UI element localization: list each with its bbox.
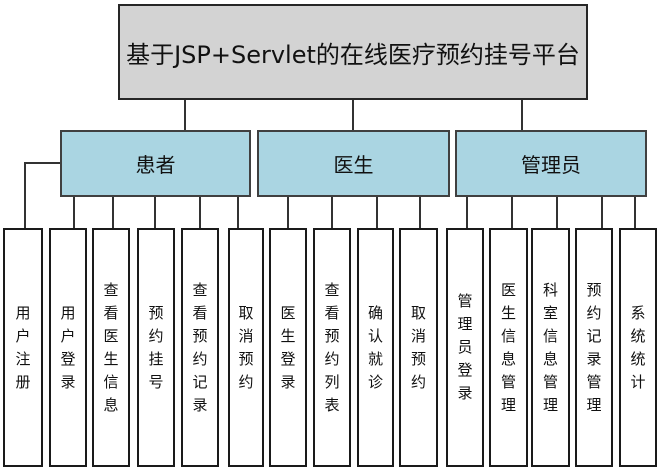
- group-label-doctor: 医生: [333, 153, 374, 177]
- leaf-label-patient-cancel-appointment: 取消预约: [238, 303, 254, 391]
- group-node-doctor: 医生: [257, 130, 450, 197]
- leaf-label-admin-login: 管理员登录: [457, 292, 473, 402]
- leaf-node-patient-login: 用户登录: [49, 228, 87, 467]
- leaf-node-view-appointment-records: 查看预约记录: [181, 228, 219, 467]
- leaf-label-doctor-cancel-appointment: 取消预约: [410, 303, 426, 391]
- leaf-node-doctor-cancel-appointment: 取消预约: [399, 228, 438, 467]
- leaf-node-department-info-management: 科室信息管理: [531, 228, 570, 467]
- leaf-label-system-statistics: 系统统计: [630, 303, 646, 391]
- leaf-label-view-doctor-info: 查看医生信息: [103, 280, 119, 414]
- root-node: 基于JSP+Servlet的在线医疗预约挂号平台: [118, 4, 588, 100]
- leaf-node-doctor-info-management: 医生信息管理: [489, 228, 528, 467]
- leaf-node-doctor-login: 医生登录: [269, 228, 307, 467]
- leaf-node-admin-login: 管理员登录: [446, 228, 484, 467]
- leaf-node-view-appointment-list: 查看预约列表: [313, 228, 351, 467]
- leaf-node-appointment-record-management: 预约记录管理: [575, 228, 613, 467]
- leaf-label-patient-login: 用户登录: [60, 303, 76, 391]
- leaf-label-doctor-login: 医生登录: [280, 303, 296, 391]
- group-label-admin: 管理员: [521, 153, 581, 177]
- leaf-node-system-statistics: 系统统计: [619, 228, 657, 467]
- leaf-node-patient-cancel-appointment: 取消预约: [228, 228, 264, 467]
- leaf-node-patient-register: 用户注册: [3, 228, 43, 467]
- leaf-node-book-appointment: 预约挂号: [137, 228, 175, 467]
- group-label-patient: 患者: [135, 153, 176, 177]
- leaf-label-book-appointment: 预约挂号: [148, 303, 164, 391]
- leaf-label-view-appointment-records: 查看预约记录: [192, 280, 208, 414]
- leaf-node-confirm-visit: 确认就诊: [357, 228, 394, 467]
- leaf-label-confirm-visit: 确认就诊: [367, 303, 383, 391]
- root-title: 基于JSP+Servlet的在线医疗预约挂号平台: [126, 40, 580, 69]
- leaf-label-department-info-management: 科室信息管理: [542, 280, 558, 414]
- leaf-label-appointment-record-management: 预约记录管理: [586, 280, 602, 414]
- leaf-label-view-appointment-list: 查看预约列表: [324, 280, 340, 414]
- leaf-label-doctor-info-management: 医生信息管理: [500, 280, 516, 414]
- connector-elbow-patient-register: [24, 162, 61, 229]
- leaf-node-view-doctor-info: 查看医生信息: [92, 228, 130, 467]
- group-node-patient: 患者: [60, 130, 251, 197]
- leaf-label-patient-register: 用户注册: [15, 303, 31, 391]
- group-node-admin: 管理员: [455, 130, 647, 197]
